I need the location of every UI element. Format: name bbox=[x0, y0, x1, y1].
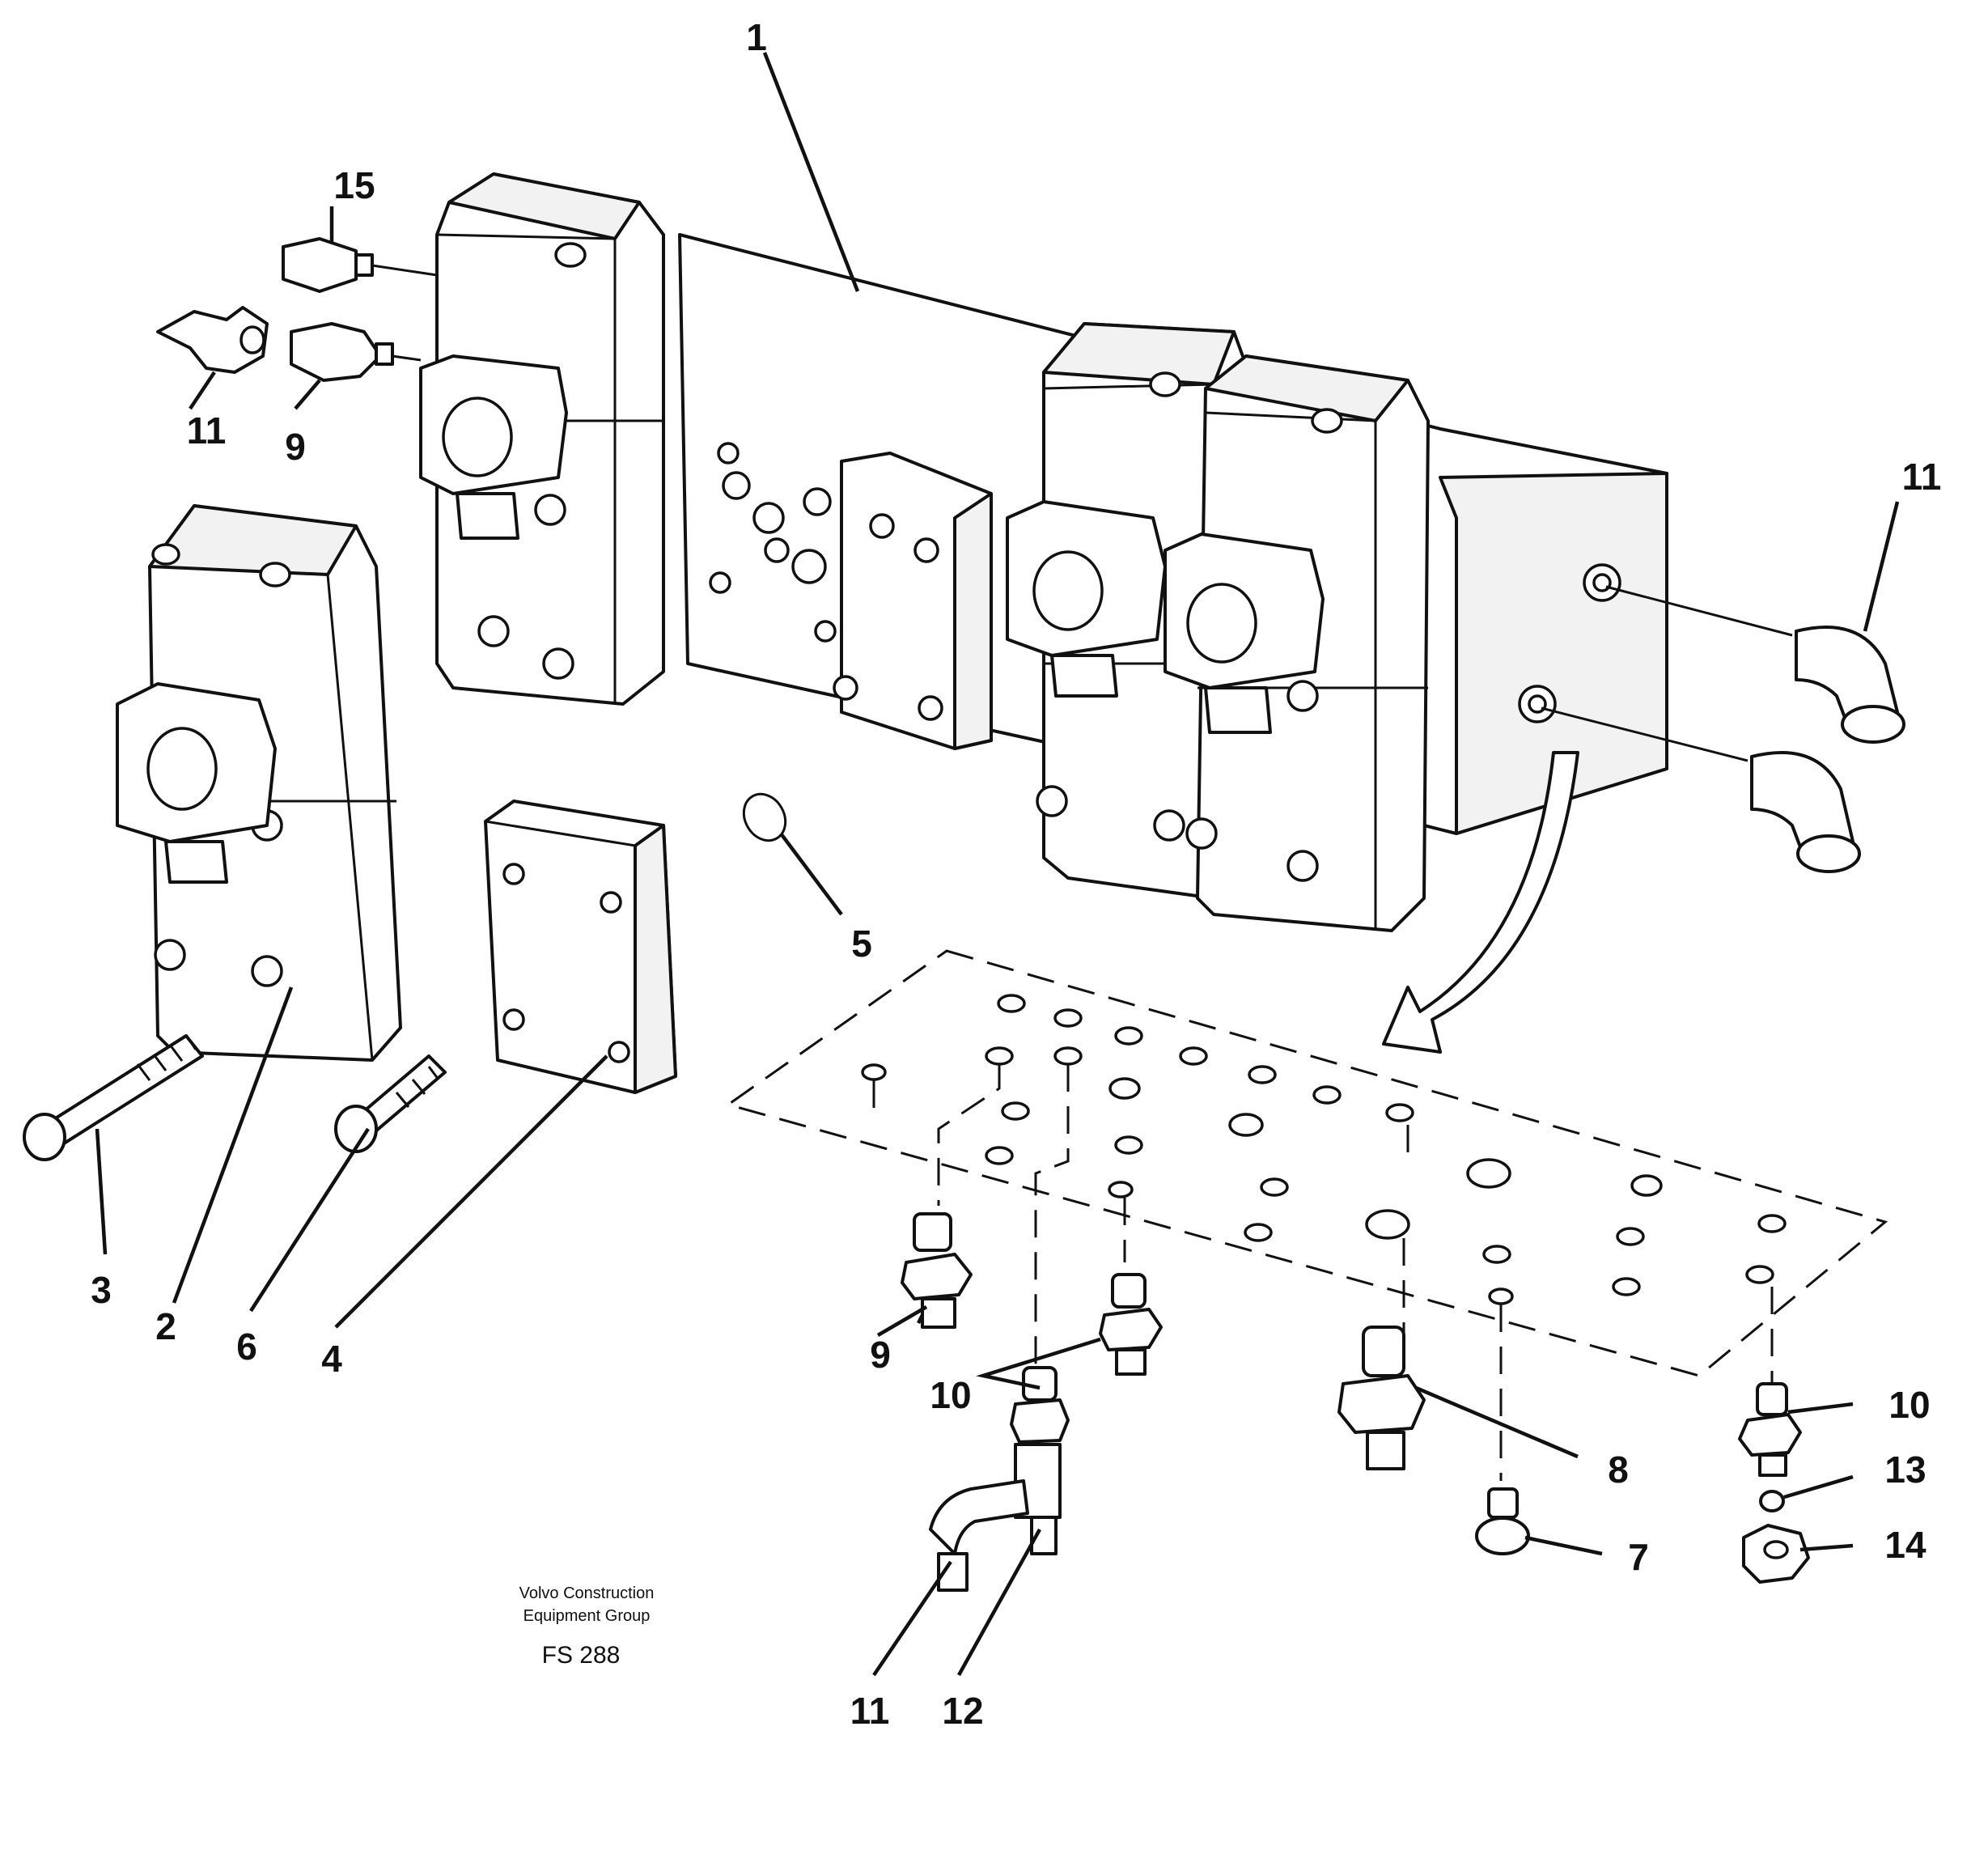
callout-7: 7 bbox=[1628, 1536, 1649, 1578]
callout-14: 14 bbox=[1884, 1524, 1927, 1566]
elbow-fitting-part-11-right-upper bbox=[1795, 626, 1905, 744]
credit-line-1: Volvo Construction bbox=[519, 1584, 655, 1602]
nut-part-14 bbox=[1742, 1524, 1810, 1584]
solenoid-valve-part-2 bbox=[116, 504, 402, 1062]
callout-1: 1 bbox=[746, 16, 767, 58]
washer-part-13 bbox=[1759, 1490, 1785, 1512]
screw-part-6 bbox=[334, 1054, 447, 1153]
figure-number: FS 288 bbox=[542, 1642, 621, 1669]
o-ring-part-5 bbox=[742, 792, 787, 842]
plug-part-7 bbox=[1475, 1487, 1530, 1555]
callout-13: 13 bbox=[1884, 1449, 1926, 1491]
cover-plate-part-4 bbox=[484, 800, 677, 1094]
callout-12: 12 bbox=[942, 1690, 983, 1732]
adapter-plate-mounted bbox=[833, 452, 993, 750]
fitting-part-9-bottom bbox=[901, 1212, 973, 1329]
callout-6: 6 bbox=[236, 1326, 257, 1368]
callout-4: 4 bbox=[321, 1338, 342, 1380]
elbow-fitting-part-11-top bbox=[156, 306, 269, 374]
callout-2: 2 bbox=[155, 1305, 176, 1347]
figure-credit: Volvo Construction Equipment Group FS 28… bbox=[519, 1584, 655, 1669]
callout-10-center: 10 bbox=[930, 1374, 971, 1416]
elbow-fitting-part-11-bottom bbox=[929, 1479, 1029, 1592]
tee-fitting-part-12 bbox=[1010, 1366, 1070, 1555]
callout-11-right: 11 bbox=[1902, 456, 1942, 498]
fitting-part-10-center bbox=[1099, 1273, 1163, 1376]
callout-10-right: 10 bbox=[1888, 1384, 1930, 1426]
fitting-part-9-top bbox=[290, 322, 394, 382]
view-arrow bbox=[1382, 751, 1579, 1054]
callout-labels: 1 15 11 9 11 5 3 2 6 4 9 10 8 7 10 13 14… bbox=[91, 16, 1941, 1732]
callout-5: 5 bbox=[851, 923, 872, 965]
leader-lines bbox=[95, 52, 1900, 1677]
callout-9-bottom: 9 bbox=[870, 1334, 891, 1376]
solenoid-valve-rear-left bbox=[419, 172, 665, 706]
callout-9-top: 9 bbox=[285, 426, 306, 468]
screw-part-3 bbox=[23, 1034, 204, 1161]
port-layout-outline bbox=[725, 949, 1888, 1481]
elbow-fitting-part-11-right-lower bbox=[1750, 751, 1861, 873]
fitting-part-10-right bbox=[1738, 1382, 1802, 1477]
callout-11-bottom: 11 bbox=[850, 1690, 890, 1732]
callout-8: 8 bbox=[1608, 1449, 1629, 1491]
solenoid-valve-front-right bbox=[1164, 354, 1430, 932]
callout-11-top: 11 bbox=[187, 409, 227, 452]
callout-15: 15 bbox=[333, 164, 375, 206]
credit-line-2: Equipment Group bbox=[523, 1607, 651, 1625]
port-holes bbox=[861, 994, 1787, 1305]
fitting-part-15 bbox=[282, 237, 374, 293]
fitting-part-8 bbox=[1337, 1326, 1426, 1470]
callout-3: 3 bbox=[91, 1269, 112, 1311]
